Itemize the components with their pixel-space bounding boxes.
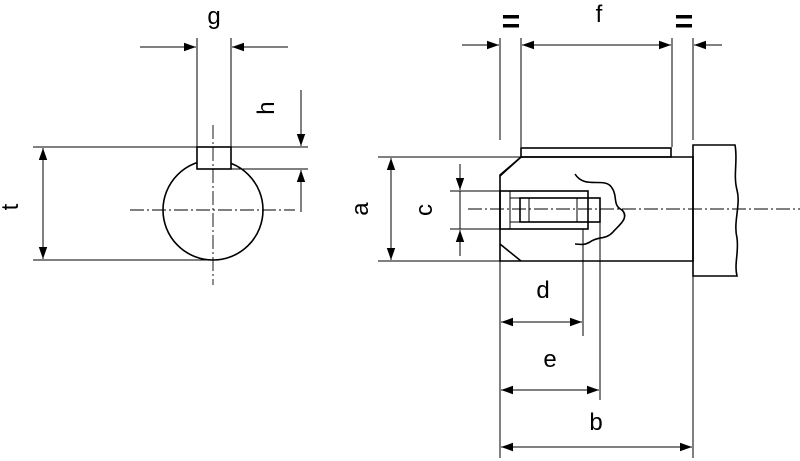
key-outline [196, 146, 232, 170]
shaft-chamfer-bottom [499, 243, 522, 262]
label-g: g [207, 3, 220, 30]
label-d: d [536, 277, 549, 304]
break-line [574, 173, 626, 246]
label-b: b [589, 409, 602, 436]
shaft-chamfer-top [499, 156, 522, 177]
threaded-hole-inner [519, 197, 601, 223]
shaft-section-view [33, 38, 308, 285]
dimension-labels: g h t f = = a c d e b [0, 1, 693, 436]
label-f: f [596, 1, 603, 28]
label-a: a [347, 202, 374, 216]
key-side [520, 147, 672, 158]
label-t: t [0, 203, 24, 210]
label-c: c [411, 204, 438, 216]
label-h: h [253, 101, 280, 114]
shaft-shoulder [692, 144, 739, 277]
threaded-hole-outer [499, 190, 589, 230]
label-equal-right: = [675, 3, 694, 39]
shaft-side-view [378, 38, 800, 458]
label-equal-left: = [502, 3, 521, 39]
label-e: e [543, 346, 556, 373]
